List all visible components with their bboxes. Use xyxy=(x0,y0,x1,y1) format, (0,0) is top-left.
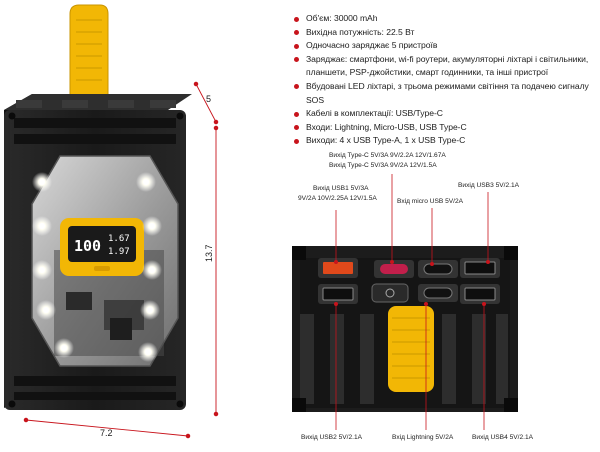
spec-item: Заряджає: смартфони, wi-fi роутери, акум… xyxy=(292,53,598,67)
lightning-port xyxy=(423,287,453,299)
usb3-port xyxy=(464,261,496,275)
typec-in-port xyxy=(423,263,453,275)
label-typec-out-1: Вихід Type-C 5V/3A 9V/2.2A 12V/1.67A xyxy=(329,152,446,159)
dimension-width: 7.2 xyxy=(100,428,113,438)
spec-item-continuation: планшети, PSP-джойстики, смарт годинники… xyxy=(306,67,549,78)
label-usb1-line2: 9V/2A 10V/2.25A 12V/1.5A xyxy=(298,195,377,202)
callout-lines xyxy=(333,174,490,430)
label-lightning-in: Вхід Lightning 5V/2A xyxy=(392,434,454,441)
label-typec-out-2: Вихід Type-C 5V/3A 9V/2A 12V/1.5A xyxy=(329,162,437,169)
spec-item: Входи: Lightning, Micro-USB, USB Type-C xyxy=(292,121,598,135)
dimension-lines xyxy=(23,81,219,439)
bullet-icon xyxy=(294,30,299,36)
label-usb2: Вихід USB2 5V/2.1A xyxy=(301,434,363,441)
bullet-icon xyxy=(294,84,299,90)
dimension-height: 13.7 xyxy=(204,244,214,262)
led-lights xyxy=(32,172,162,362)
label-micro-usb-in: Вхід micro USB 5V/2A xyxy=(397,198,464,205)
bullet-icon xyxy=(294,57,299,63)
spec-item: Вихідна потужність: 22.5 Вт xyxy=(292,26,598,40)
spec-item: Виходи: 4 x USB Type-A, 1 x USB Type-C xyxy=(292,134,598,148)
usb1-port xyxy=(323,262,353,274)
spec-item: Кабелі в комплектації: USB/Type-C xyxy=(292,107,598,121)
typec-out-port xyxy=(380,264,408,274)
bullet-icon xyxy=(294,16,299,22)
yellow-strap xyxy=(388,306,434,392)
usb2-port xyxy=(322,287,354,301)
label-usb4: Вихід USB4 5V/2.1A xyxy=(472,434,534,441)
display-current: 1.97 xyxy=(108,247,130,257)
spec-list: Об'єм: 30000 mAh Вихідна потужність: 22.… xyxy=(292,12,598,148)
spec-item: Одночасно заряджає 5 пристроїв xyxy=(292,39,598,53)
display-voltage: 1.67 xyxy=(108,234,130,244)
dimension-depth: 5 xyxy=(206,94,212,104)
powerbank-ports-view xyxy=(292,246,518,412)
spec-item: Вбудовані LED ліхтарі, з трьома режимами… xyxy=(292,80,598,107)
usb4-port xyxy=(464,287,496,301)
bullet-icon xyxy=(294,43,299,49)
led-display xyxy=(68,226,136,262)
bullet-icon xyxy=(294,125,299,131)
power-button xyxy=(371,283,409,303)
bullet-icon xyxy=(294,111,299,117)
display-percent: 100 xyxy=(74,237,101,255)
bullet-icon xyxy=(294,138,299,144)
powerbank-front-view: 100 1.67 1.97 xyxy=(4,4,192,410)
label-usb1-line1: Вихід USB1 5V/3A xyxy=(313,185,369,192)
label-usb3: Вихід USB3 5V/2.1A xyxy=(458,182,520,189)
spec-item: Об'єм: 30000 mAh xyxy=(292,12,598,26)
